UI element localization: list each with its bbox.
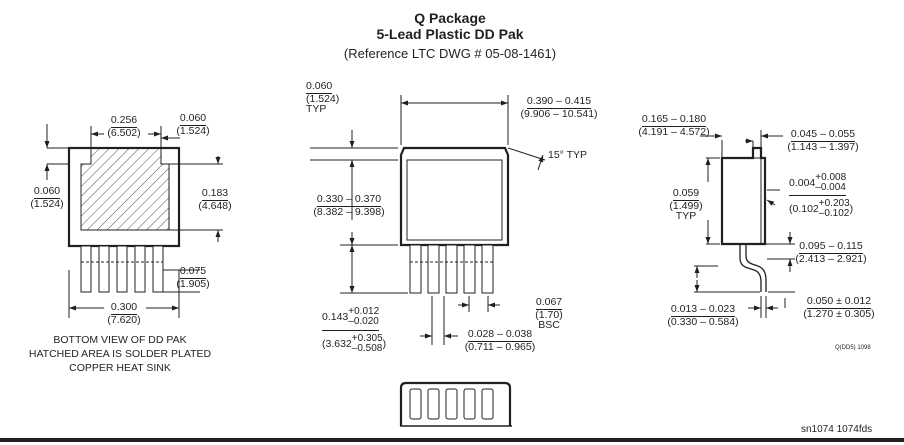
document-id: sn1074 1074fds (801, 424, 873, 435)
standoff-dim: 0.004+0.008–0.004 (0.102+0.203–0.102) (789, 172, 854, 219)
angle-dim: 15° TYP (548, 149, 588, 161)
bottom-height-dim: 0.183(4.648) (198, 187, 232, 212)
side-left-dim: 0.059(1.499)TYP (669, 187, 703, 222)
side-height-dim: 0.165 – 0.180(4.191 – 4.572) (638, 113, 710, 138)
side-thickness-dim: 0.050 ± 0.012(1.270 ± 0.305) (803, 295, 875, 320)
side-foot-dim: 0.013 – 0.023(0.330 – 0.584) (667, 303, 739, 328)
lead-width-dim: 0.028 – 0.038(0.711 – 0.965) (464, 328, 536, 353)
top-view-outline (399, 146, 510, 294)
bottom-view-outline (67, 146, 181, 293)
bottom-lead-dim: 0.075(1.905) (176, 265, 210, 290)
drawing-code: Q(DD5) 1098 (835, 345, 871, 351)
top-body-dim: 0.330 – 0.370(8.382 – 9.398) (313, 193, 385, 218)
page-rule (0, 438, 904, 442)
top-width-dim: 0.390 – 0.415(9.906 – 10.541) (520, 95, 598, 120)
reference-drawing: (Reference LTC DWG # 05-08-1461) (343, 46, 557, 61)
side-view-outline (720, 146, 767, 292)
bottom-tab-dim: 0.060(1.524) (176, 112, 210, 137)
package-title: Q Package (414, 10, 486, 26)
bottom-left-dim: 0.060(1.524) (30, 185, 64, 210)
bottom-width-dim: 0.256(6.502) (107, 114, 141, 139)
lead-length-dim: 0.143+0.012–0.020 (3.632+0.305–0.508) (322, 306, 387, 354)
pitch-dim: 0.067(1.70)BSC (535, 296, 563, 331)
side-tab-dim: 0.045 – 0.055(1.143 – 1.397) (787, 128, 859, 153)
bottom-view-note-3: COPPER HEAT SINK (69, 362, 171, 374)
package-end-view (399, 381, 512, 427)
bottom-view-note-1: BOTTOM VIEW OF DD PAK (53, 334, 187, 346)
top-typ-dim: 0.060(1.524)TYP (306, 80, 340, 115)
side-lead-dim: 0.095 – 0.115(2.413 – 2.921) (795, 240, 867, 265)
package-subtitle: 5-Lead Plastic DD Pak (376, 26, 524, 42)
bottom-span-dim: 0.300(7.620) (107, 301, 141, 326)
bottom-view-note-2: HATCHED AREA IS SOLDER PLATED (28, 348, 212, 360)
